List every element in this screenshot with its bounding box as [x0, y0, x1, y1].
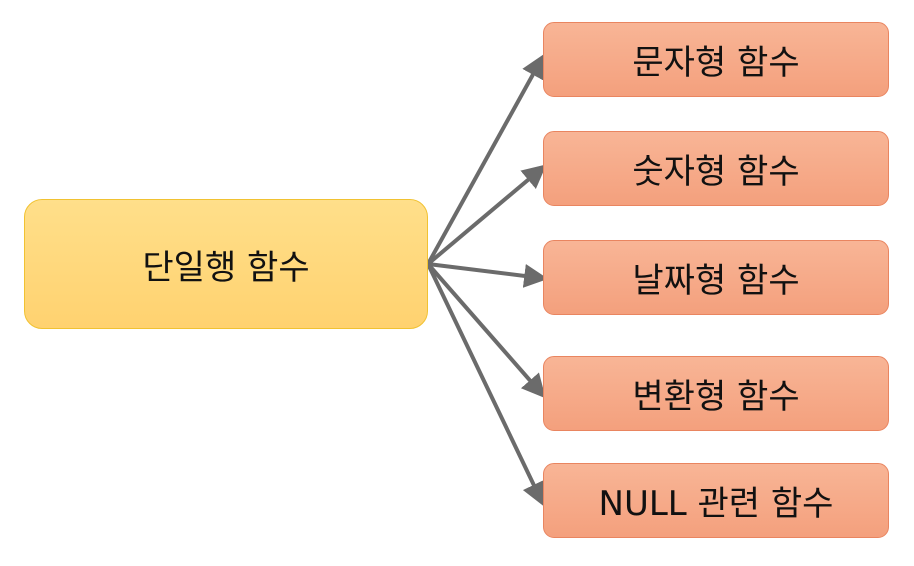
root-node-label: 단일행 함수 — [142, 247, 310, 288]
child-node-string-functions: 문자형 함수 — [543, 22, 889, 97]
child-node-date-functions: 날짜형 함수 — [543, 240, 889, 315]
arrow-to-numeric-functions — [426, 164, 547, 266]
child-node-label: 날짜형 함수 — [632, 261, 800, 301]
child-node-conversion-functions: 변환형 함수 — [543, 356, 889, 431]
arrow-to-null-functions — [426, 263, 545, 507]
child-node-label: NULL 관련 함수 — [598, 484, 834, 524]
child-node-label: 변환형 함수 — [632, 377, 800, 417]
child-node-numeric-functions: 숫자형 함수 — [543, 131, 889, 206]
arrow-to-string-functions — [426, 53, 545, 265]
arrow-to-date-functions — [427, 262, 549, 288]
child-node-label: 숫자형 함수 — [632, 152, 800, 192]
child-node-label: 문자형 함수 — [632, 43, 800, 83]
arrow-to-conversion-functions — [426, 262, 546, 399]
child-node-null-functions: NULL 관련 함수 — [543, 463, 889, 538]
root-node-single-row-functions: 단일행 함수 — [24, 199, 428, 329]
